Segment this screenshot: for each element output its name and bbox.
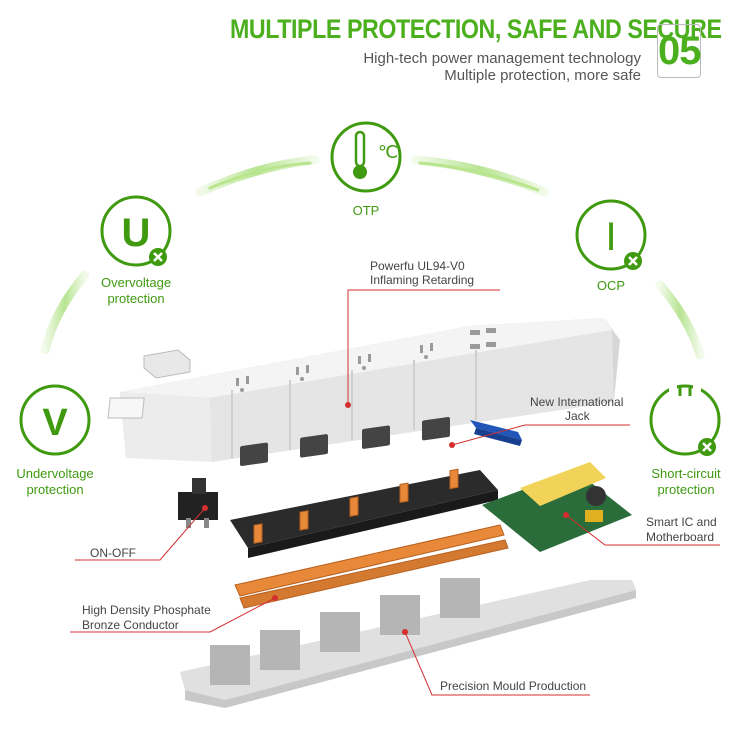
- letter-u-icon: U: [122, 211, 151, 255]
- letter-i-icon: I: [605, 215, 616, 259]
- section-number: 05: [657, 24, 702, 78]
- short-circuit-label-line-1: Short-circuit: [651, 466, 721, 481]
- undervoltage-badge: V: [19, 384, 91, 456]
- top-housing: [107, 318, 620, 462]
- housing-callout-line-1: Powerfu UL94-V0: [370, 259, 465, 273]
- housing-callout-line-2: Inflaming Retarding: [370, 273, 475, 287]
- jack-callout-line-2: Jack: [565, 409, 590, 423]
- short-circuit-label-line-2: protection: [657, 482, 715, 497]
- ic-callout-line-2: Motherboard: [646, 530, 715, 544]
- ic-callout-line-1: Smart IC and: [646, 515, 717, 529]
- bronze-conductors: [234, 468, 509, 609]
- ocp-label: OCP: [596, 278, 626, 293]
- pcb-board: [482, 462, 632, 552]
- otp-label: OTP: [352, 203, 380, 218]
- protection-arc: [40, 155, 705, 360]
- letter-v-icon: V: [42, 402, 68, 444]
- undervoltage-label-line-1: Undervoltage: [16, 466, 94, 481]
- bracket-plate: [230, 470, 498, 558]
- short-circuit-badge: [649, 383, 721, 456]
- jack-callout-line-1: New International: [530, 395, 624, 409]
- conductor-callout-line-2: Bronze Conductor: [82, 618, 179, 632]
- subtitle-line-1: High-tech power management technology: [363, 50, 641, 67]
- thermometer-celsius-icon: ℃: [378, 142, 398, 162]
- international-jack: [470, 420, 522, 446]
- overvoltage-label-line-1: Overvoltage: [100, 275, 172, 290]
- switch-cap: [143, 349, 191, 379]
- switch-callout: ON-OFF: [90, 546, 136, 560]
- otp-badge: ℃: [330, 121, 402, 193]
- undervoltage-label-line-2: protection: [26, 482, 84, 497]
- socket-module: [240, 417, 450, 467]
- overvoltage-label-line-2: protection: [107, 291, 165, 306]
- page-title: MULTIPLE PROTECTION, SAFE AND SECURE: [230, 14, 722, 44]
- conductor-callout-line-1: High Density Phosphate: [82, 603, 211, 617]
- overvoltage-badge: U: [100, 195, 172, 267]
- mould-callout: Precision Mould Production: [440, 679, 587, 693]
- subtitle-line-2: Multiple protection, more safe: [444, 67, 641, 84]
- ocp-badge: I: [575, 199, 647, 271]
- on-off-switch: [178, 478, 218, 528]
